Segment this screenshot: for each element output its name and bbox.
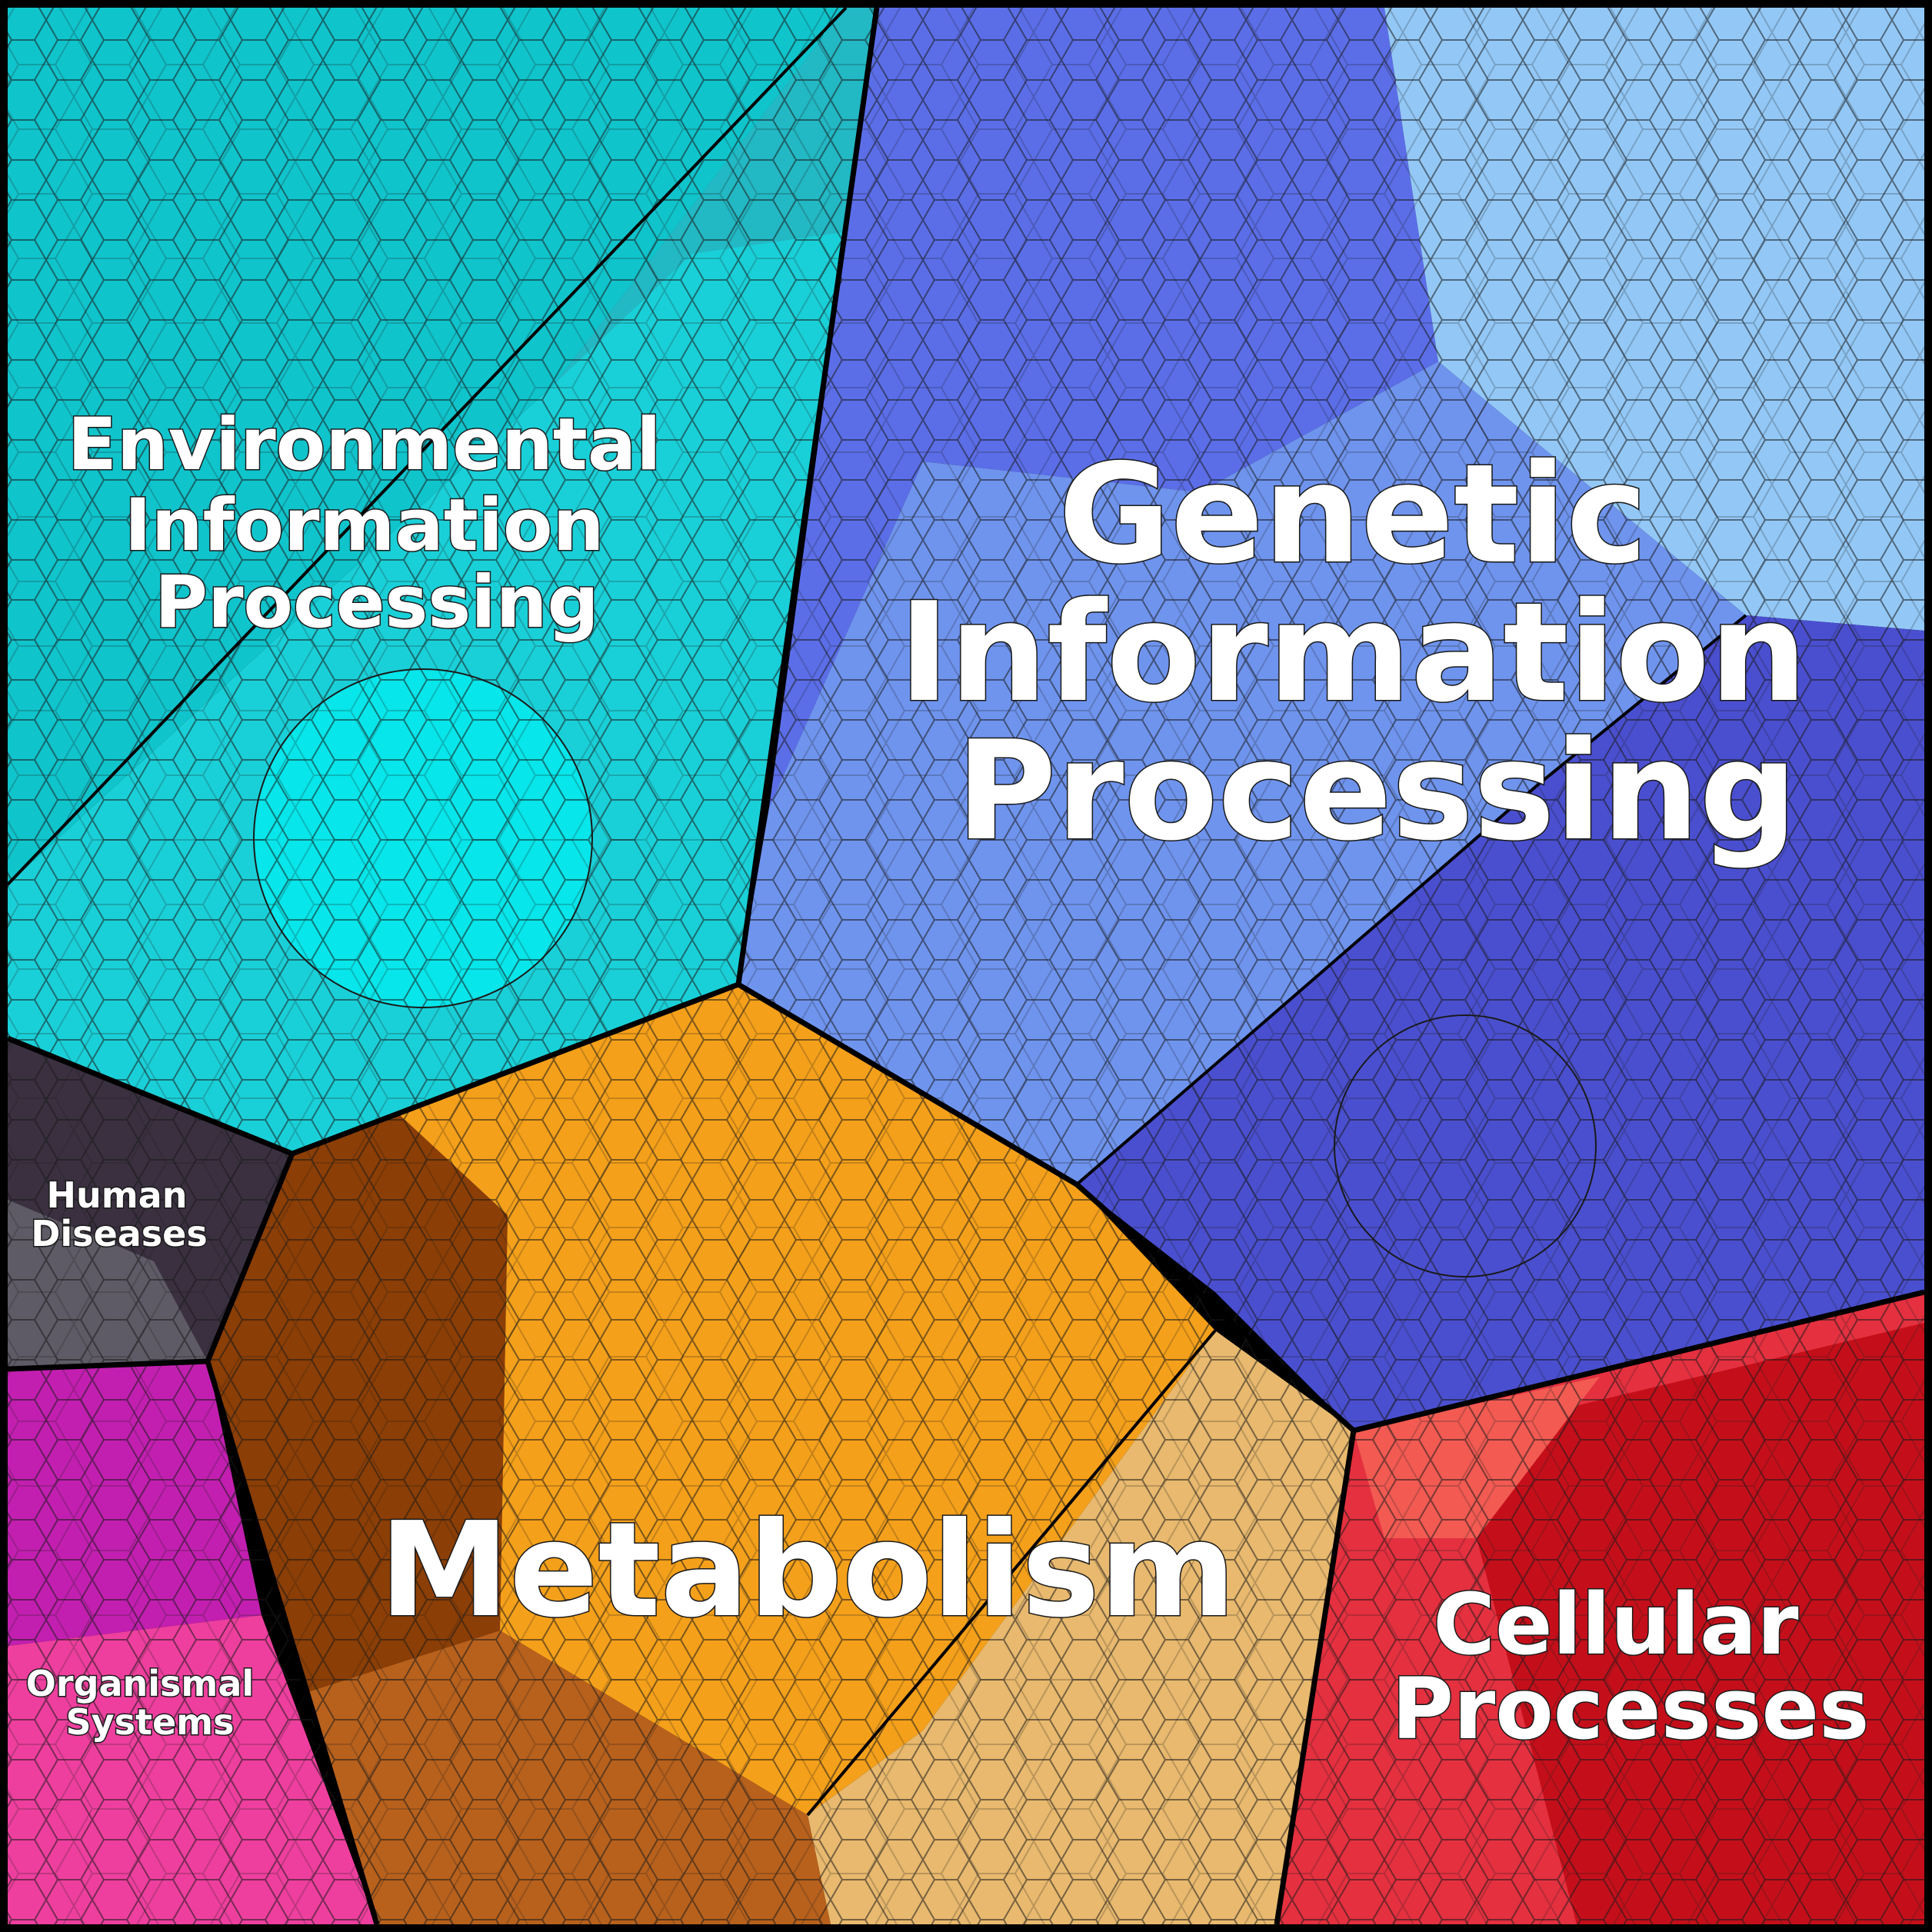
label-metabolism: Metabolism (379, 1494, 1236, 1647)
label-human-diseases: Human Diseases (31, 1174, 208, 1254)
label-cellular: Cellular Processes (1391, 1575, 1869, 1758)
label-environmental: Environmental Information Processing (68, 403, 686, 645)
large-cell (253, 668, 593, 1008)
label-organismal: Organismal Systems (26, 1663, 266, 1743)
large-cell (1334, 1014, 1597, 1277)
label-genetic: Genetic Information Processing (898, 435, 1854, 871)
region-labels: Environmental Information Processing Gen… (25, 402, 1870, 1760)
